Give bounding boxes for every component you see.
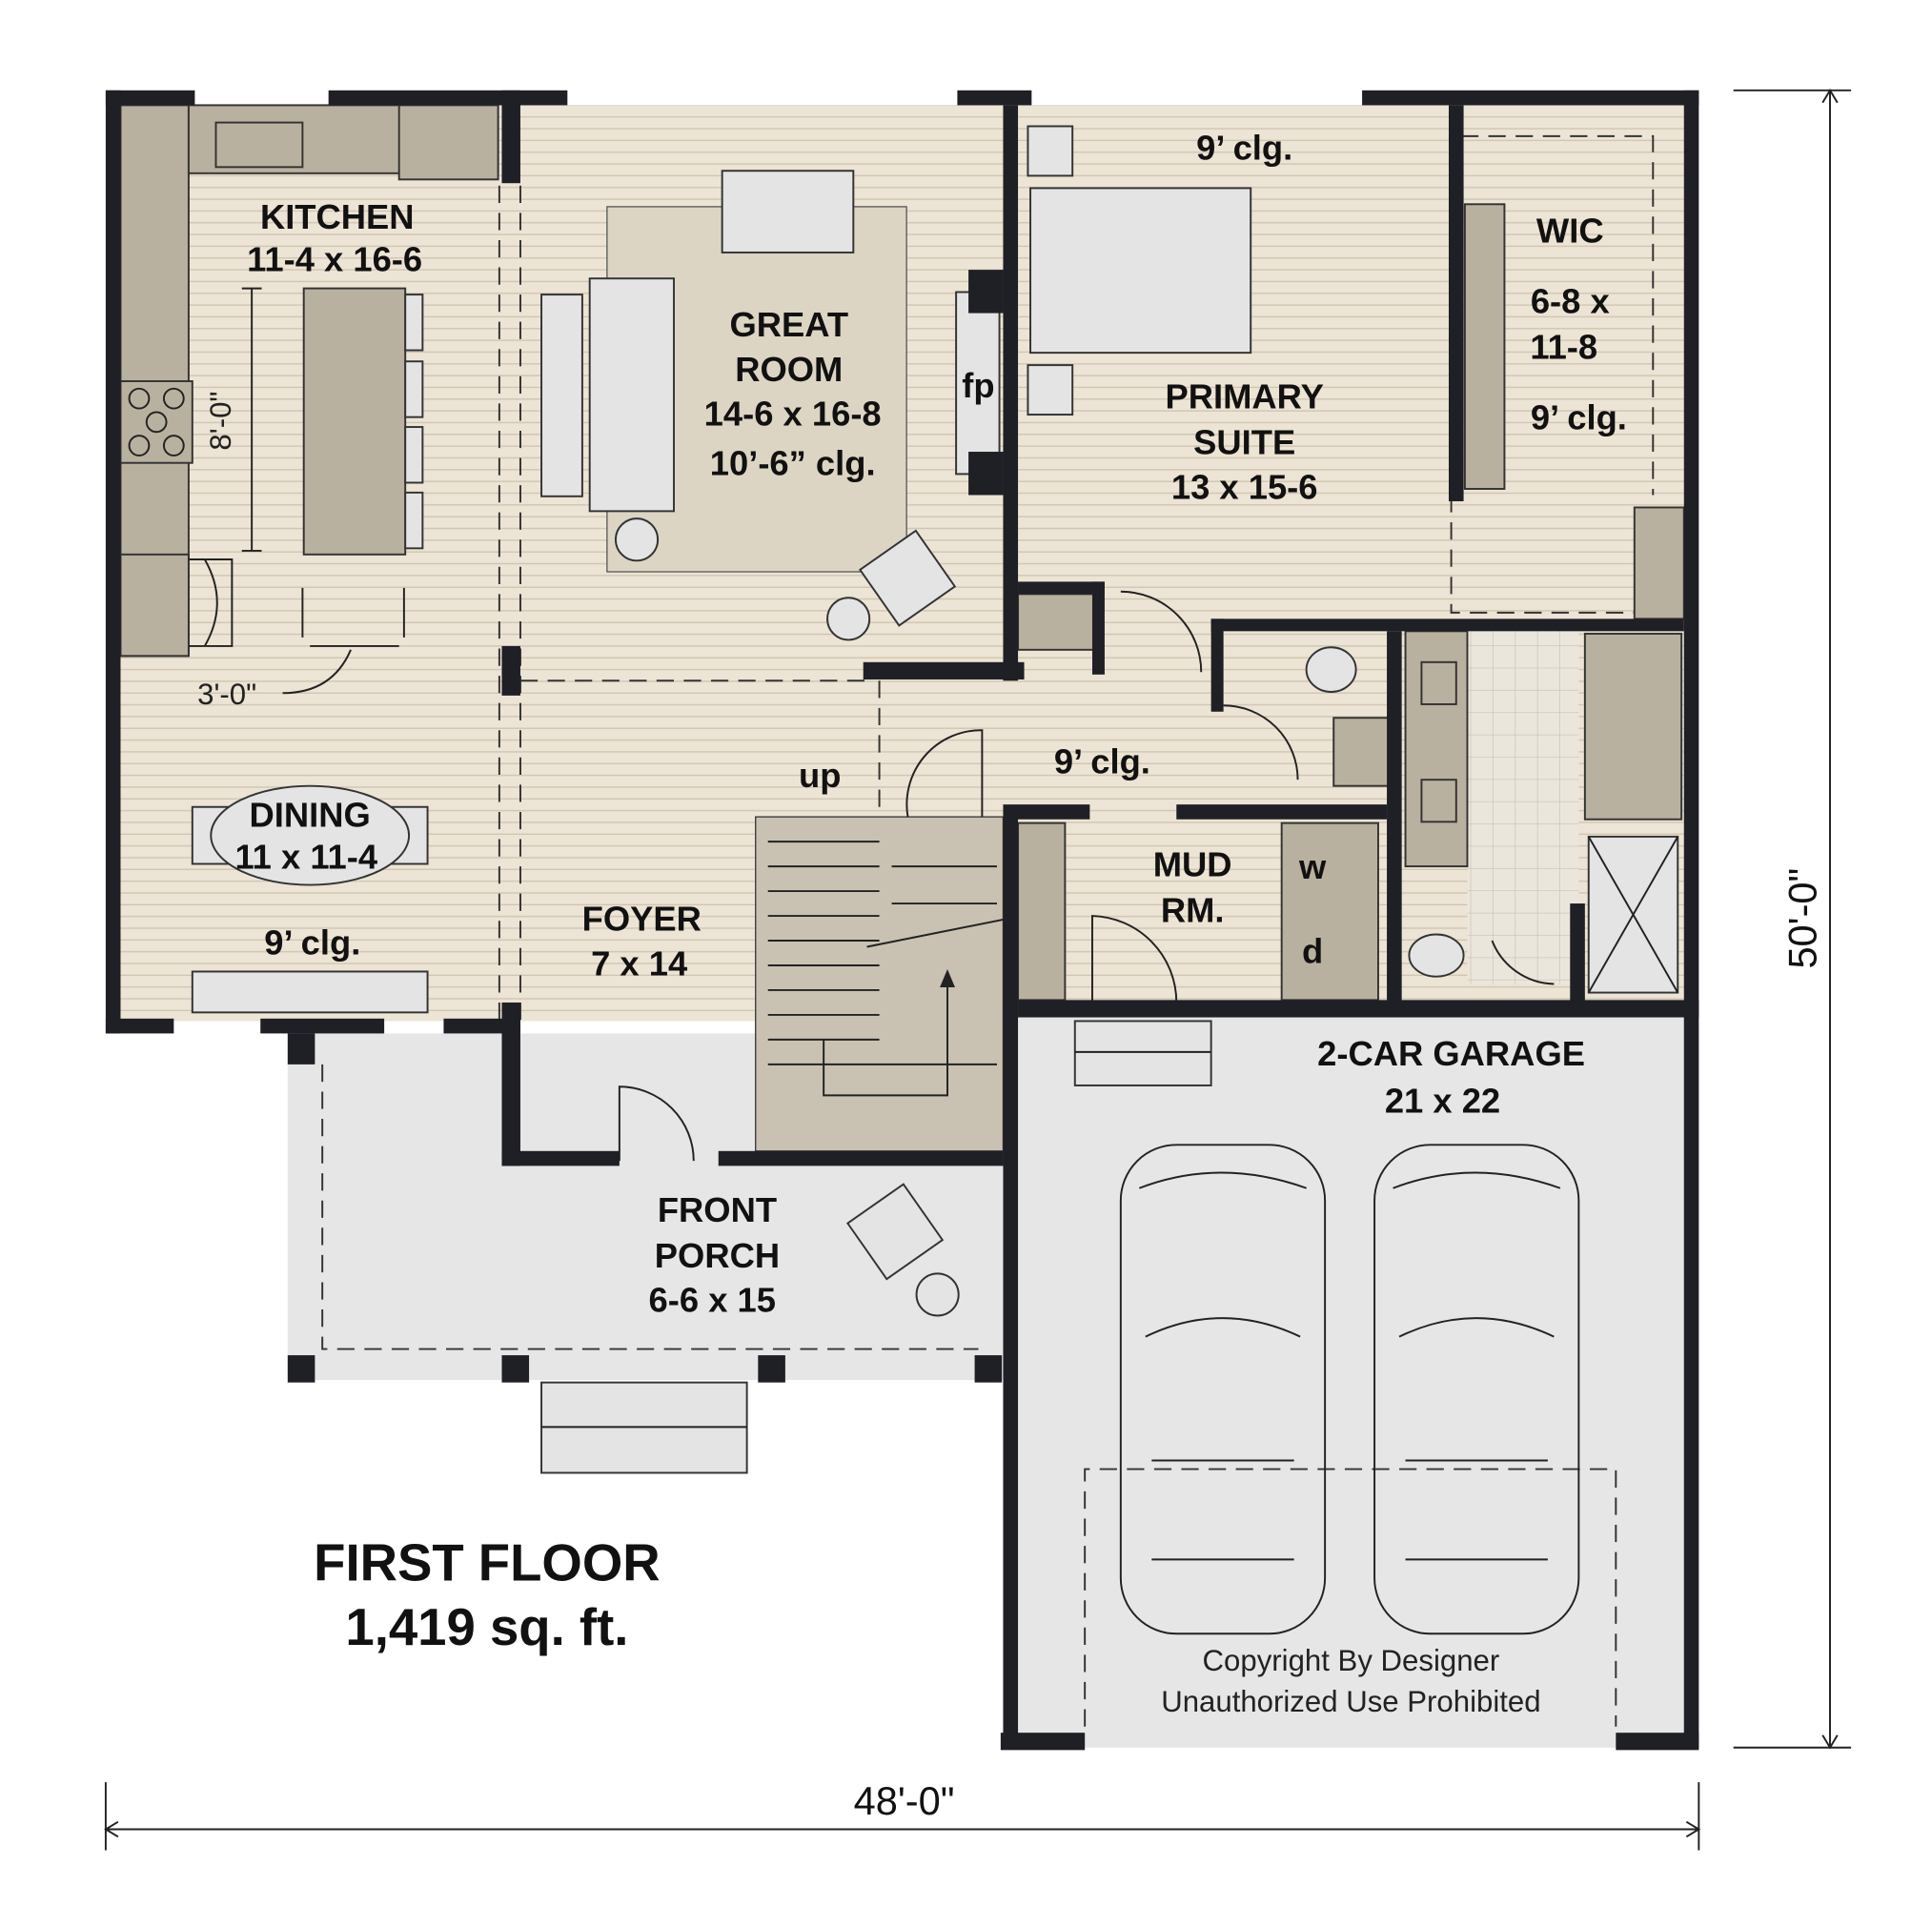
- sofa-icon: [588, 277, 675, 513]
- fireplace-icon: [955, 291, 1001, 476]
- island-dimension: 8'-0": [204, 392, 237, 451]
- dining-furniture: [191, 784, 429, 1014]
- depth-dimension: 50'-0": [1780, 868, 1825, 969]
- foyer-label: FOYER: [582, 900, 702, 939]
- door-swings: [188, 558, 1555, 1162]
- dashed-lines: [321, 134, 1655, 1727]
- mud-room-label: MUD: [1153, 844, 1232, 883]
- armchair-icon: [721, 170, 855, 253]
- great-room-ceiling: 10’-6” clg.: [710, 444, 876, 483]
- porch-label-2: PORCH: [655, 1236, 780, 1275]
- primary-label-2: SUITE: [1193, 423, 1295, 462]
- porch-size: 6-6 x 15: [649, 1281, 776, 1320]
- dimension-lines: [104, 88, 1852, 1851]
- dining-ceiling: 9’ clg.: [264, 923, 360, 962]
- great-room-size: 14-6 x 16-8: [704, 395, 882, 434]
- kitchen-label: KITCHEN: [260, 197, 415, 236]
- walls: [105, 90, 1699, 1751]
- washer-dryer: [1280, 821, 1379, 1002]
- car-icon: [1373, 1144, 1580, 1635]
- porch-steps: [540, 1020, 1212, 1474]
- hall-ceiling: 9’ clg.: [1054, 742, 1150, 781]
- porch-label: FRONT: [658, 1190, 777, 1229]
- floor-title: FIRST FLOOR: [314, 1533, 661, 1592]
- mud-room-label-2: RM.: [1161, 891, 1225, 930]
- dryer-label: d: [1302, 931, 1323, 970]
- wic-size-2: 11-8: [1530, 328, 1597, 367]
- primary-size: 13 x 15-6: [1171, 467, 1318, 506]
- copyright-line-1: Copyright By Designer: [1203, 1644, 1500, 1677]
- dining-label: DINING: [250, 796, 371, 835]
- porch-table-icon: [915, 1272, 960, 1317]
- tub-icon: [1583, 632, 1683, 821]
- bath-tile: [1467, 624, 1579, 984]
- kitchen-cabinets: [119, 104, 499, 695]
- garage-size: 21 x 22: [1385, 1082, 1500, 1121]
- car-icon: [1119, 1144, 1327, 1635]
- washer-label: w: [1298, 847, 1327, 886]
- toilet-icon: [1305, 646, 1357, 693]
- great-room-label: GREAT: [730, 305, 849, 344]
- bedroom-furniture: [1027, 125, 1685, 620]
- fireplace-label: fp: [962, 366, 994, 405]
- bath-fixtures: [1017, 593, 1683, 1002]
- primary-ceiling: 9’ clg.: [1196, 129, 1292, 168]
- dining-size: 11 x 11-4: [234, 838, 377, 877]
- kitchen-size: 11-4 x 16-6: [247, 239, 422, 278]
- toilet-icon: [1408, 933, 1465, 978]
- porch-chair-icon: [845, 1183, 945, 1281]
- wic-label: WIC: [1536, 212, 1604, 251]
- floor-area: 1,419 sq. ft.: [345, 1598, 628, 1656]
- great-room-label-2: ROOM: [735, 350, 843, 389]
- wic-size: 6-8 x: [1531, 282, 1610, 321]
- primary-label: PRIMARY: [1166, 377, 1324, 416]
- garage-label: 2-CAR GARAGE: [1317, 1034, 1585, 1073]
- garage-floor: [1003, 1014, 1699, 1748]
- foyer-size: 7 x 14: [591, 943, 688, 983]
- great-room-furniture: [540, 170, 1004, 641]
- sink-icon: [214, 121, 304, 169]
- dining-table: [210, 784, 411, 886]
- kitchen-island: [302, 287, 407, 556]
- wic-ceiling: 9’ clg.: [1531, 398, 1627, 437]
- aisle-dimension: 3'-0": [197, 678, 256, 711]
- bed-icon: [1029, 187, 1252, 355]
- width-dimension: 48'-0": [854, 1778, 955, 1823]
- cooktop-icon: [119, 380, 193, 464]
- stairs-up-label: up: [799, 756, 841, 795]
- copyright-line-2: Unauthorized Use Prohibited: [1161, 1685, 1540, 1718]
